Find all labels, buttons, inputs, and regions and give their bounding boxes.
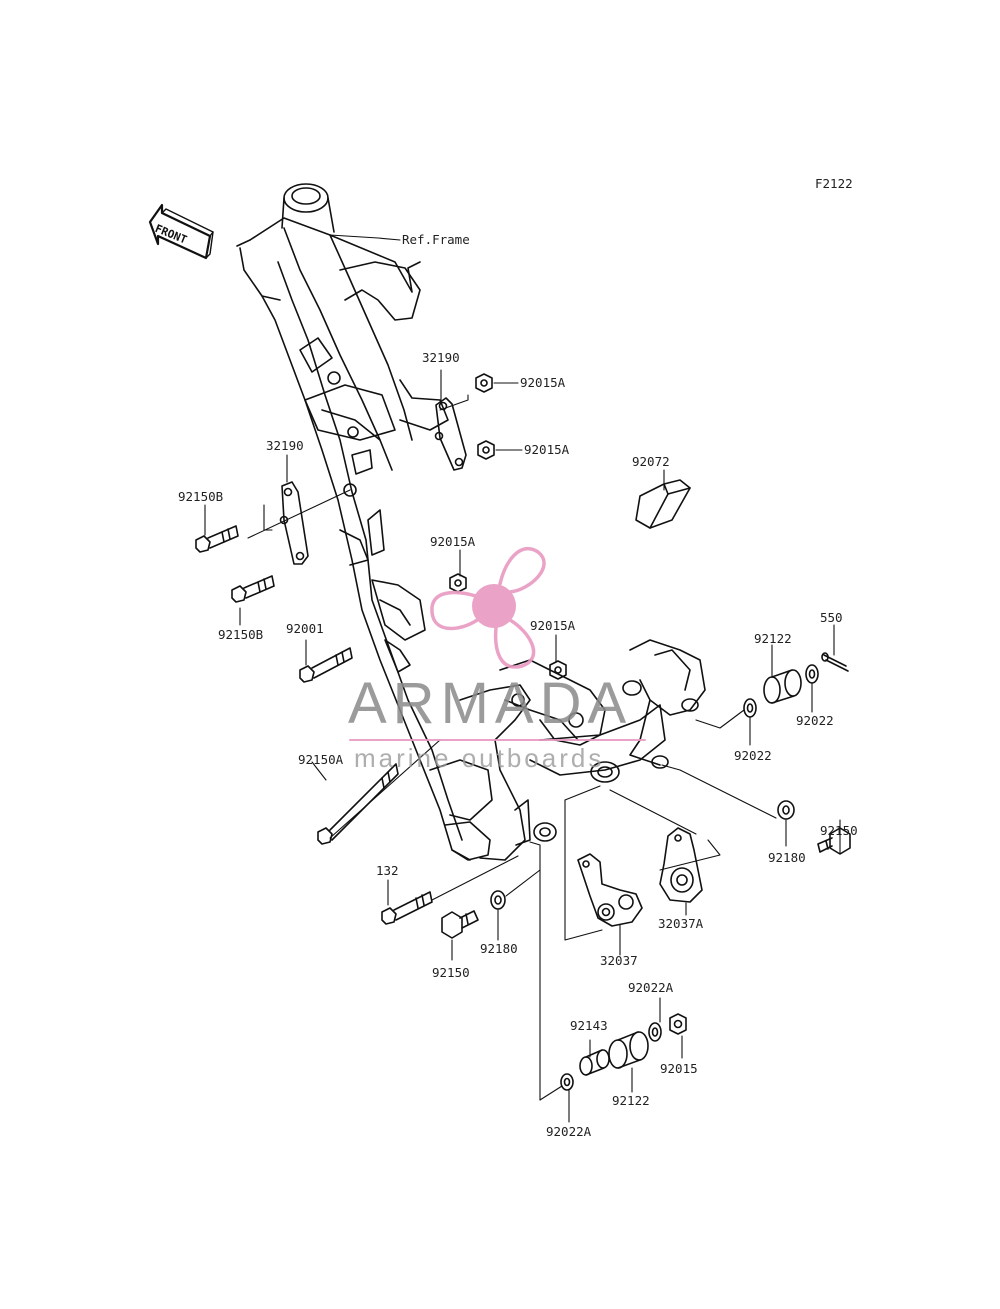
nut-92015A-2 <box>477 440 495 460</box>
engine-mount-32037A <box>659 827 703 903</box>
engine-bracket-32190-left <box>279 481 309 565</box>
part-label-92072: 92072 <box>632 454 670 469</box>
part-label-92001: 92001 <box>286 621 324 636</box>
part-label-92022A-top: 92022A <box>628 980 674 995</box>
bolt-132 <box>381 891 433 925</box>
part-label-92150B-2: 92150B <box>218 627 264 642</box>
collar-92122-bottom <box>608 1031 649 1069</box>
part-label-32190-top: 32190 <box>422 350 460 365</box>
part-label-92015A-3: 92015A <box>430 534 476 549</box>
bolt-92150-bottom <box>441 910 479 939</box>
part-label-92150-bottom: 92150 <box>432 965 470 980</box>
front-arrow-icon <box>148 203 214 260</box>
part-label-32190-left: 32190 <box>266 438 304 453</box>
washer-92022-mid <box>743 698 757 718</box>
part-label-550: 550 <box>820 610 843 625</box>
bolt-92150B-1 <box>195 525 239 553</box>
bolt-92150B-2 <box>231 575 275 603</box>
part-label-92122-top: 92122 <box>754 631 792 646</box>
washer-92180-right <box>777 800 795 820</box>
part-label-92022-right: 92022 <box>796 713 834 728</box>
collar-92143 <box>579 1049 610 1076</box>
part-label-92143: 92143 <box>570 1018 608 1033</box>
bolt-92150A <box>317 763 399 845</box>
frame-reference-label: Ref.Frame <box>402 232 470 247</box>
part-label-92015A-1: 92015A <box>520 375 566 390</box>
part-label-92150B-1: 92150B <box>178 489 224 504</box>
diagram-code: F2122 <box>815 176 853 191</box>
part-label-92180-bottom: 92180 <box>480 941 518 956</box>
nut-92015 <box>669 1013 687 1035</box>
washer-92180-bottom <box>490 890 506 910</box>
engine-bracket-32190-top <box>434 397 467 471</box>
nut-92015A-4 <box>549 660 567 680</box>
collar-92122-top <box>763 669 802 704</box>
part-label-92150A: 92150A <box>298 752 344 767</box>
part-label-92022-mid: 92022 <box>734 748 772 763</box>
washer-92022A-bottom <box>560 1073 574 1091</box>
part-label-92150-right: 92150 <box>820 823 858 838</box>
part-label-92180-right: 92180 <box>768 850 806 865</box>
part-label-92015A-2: 92015A <box>524 442 570 457</box>
watermark-propeller-icon <box>349 546 646 741</box>
part-label-92022A-bottom: 92022A <box>546 1124 592 1139</box>
pin-550 <box>821 652 849 672</box>
nut-92015A-3 <box>449 573 467 593</box>
part-label-32037A: 32037A <box>658 916 704 931</box>
cover-92072 <box>635 479 691 529</box>
part-label-32037: 32037 <box>600 953 638 968</box>
washer-92022A-top <box>648 1022 662 1042</box>
part-label-92122-bottom: 92122 <box>612 1093 650 1108</box>
part-label-92015: 92015 <box>660 1061 698 1076</box>
watermark-subtitle: marine outboards <box>354 743 605 773</box>
part-label-132: 132 <box>376 863 399 878</box>
part-label-92015A-4: 92015A <box>530 618 576 633</box>
frame-outline <box>236 183 706 861</box>
leader-lines <box>204 234 841 1123</box>
nut-92015A-1 <box>475 373 493 393</box>
bolt-92001 <box>299 647 353 683</box>
watermark-brand: ARMADA <box>348 671 633 736</box>
engine-mount-32037 <box>577 853 643 927</box>
washer-92022-right <box>805 664 819 684</box>
